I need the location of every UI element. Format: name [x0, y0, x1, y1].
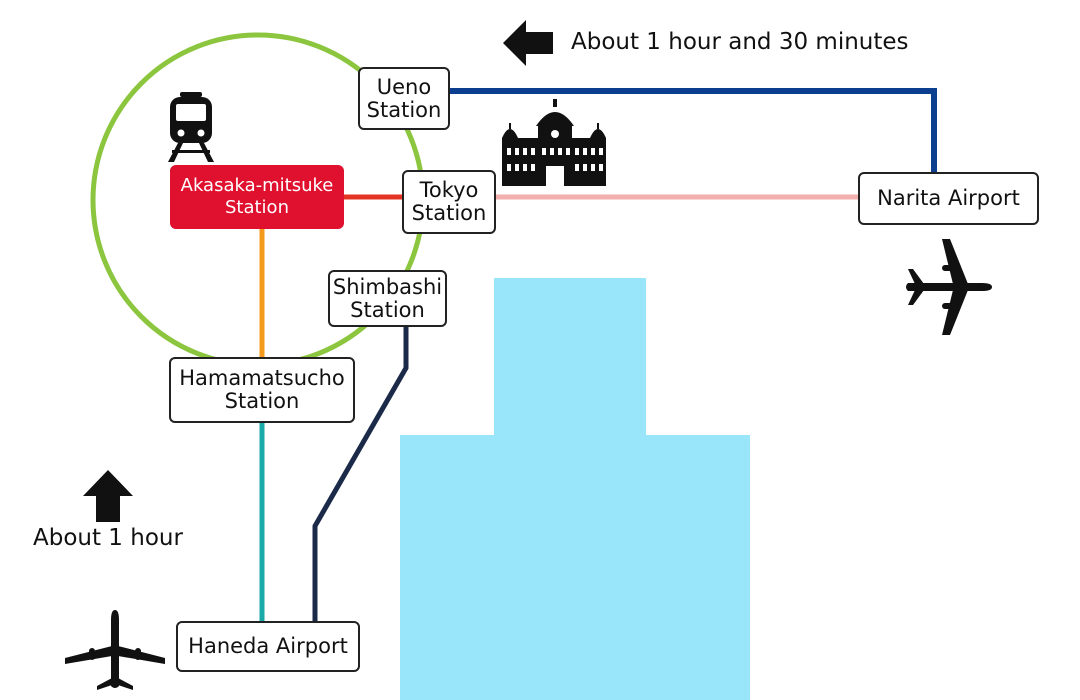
station-ueno[interactable]: Ueno Station — [358, 67, 450, 130]
airplane-icon-narita — [906, 239, 992, 335]
shimbashi-haneda-line — [312, 327, 409, 621]
station-narita-airport[interactable]: Narita Airport — [858, 172, 1039, 225]
station-akasaka-mitsuke[interactable]: Akasaka-mitsuke Station — [170, 165, 344, 229]
station-haneda-airport-label: Haneda Airport — [188, 634, 348, 658]
station-shimbashi[interactable]: Shimbashi Station — [328, 270, 447, 327]
arrow-up-icon — [83, 470, 133, 522]
tokyo-station-building-icon — [502, 99, 606, 186]
ueno-narita-line — [450, 88, 937, 172]
train-icon — [168, 92, 214, 162]
water-area — [400, 278, 750, 700]
station-tokyo-label: Tokyo Station — [411, 178, 487, 225]
station-haneda-airport[interactable]: Haneda Airport — [176, 621, 360, 672]
haneda-duration-label: About 1 hour — [33, 525, 183, 551]
station-hamamatsucho-label: Hamamatsucho Station — [179, 366, 345, 413]
station-ueno-label: Ueno Station — [366, 74, 442, 122]
station-tokyo[interactable]: Tokyo Station — [402, 170, 496, 234]
airplane-icon-haneda — [65, 610, 165, 690]
station-hamamatsucho[interactable]: Hamamatsucho Station — [169, 357, 355, 423]
station-akasaka-mitsuke-label: Akasaka-mitsuke Station — [180, 175, 334, 218]
station-shimbashi-label: Shimbashi Station — [332, 274, 443, 322]
narita-duration-label: About 1 hour and 30 minutes — [571, 29, 909, 55]
arrow-left-icon — [503, 20, 553, 66]
station-narita-airport-label: Narita Airport — [877, 186, 1020, 210]
